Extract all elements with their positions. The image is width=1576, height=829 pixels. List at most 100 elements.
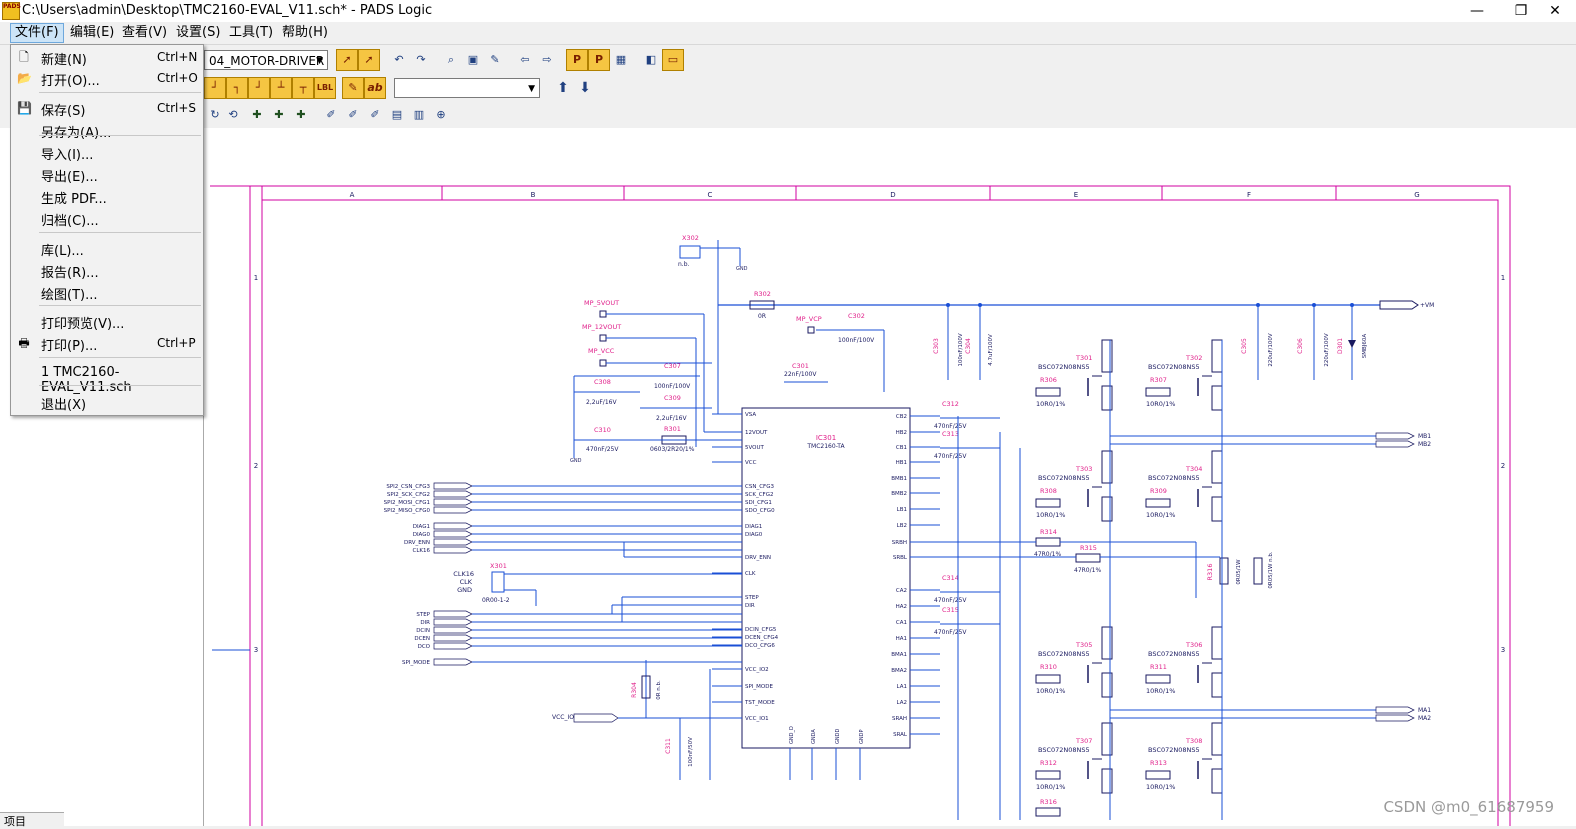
ref-label: R304 xyxy=(631,682,638,698)
mosfet-pins-bottom xyxy=(1101,672,1113,698)
ref-label: R310 xyxy=(1040,663,1057,671)
file-menu-item[interactable]: 另存为(A)... xyxy=(11,120,203,141)
file-menu-item[interactable]: 📂打开(O)...Ctrl+O xyxy=(11,68,203,89)
arrow-up-icon[interactable]: ⬆ xyxy=(557,80,569,96)
mosfet-pins-top xyxy=(1211,722,1223,756)
split-icon[interactable]: ✐ xyxy=(348,108,358,121)
gnd-label: GND xyxy=(570,458,582,464)
sheet-selector[interactable]: 04_MOTOR-DRIVER ▼ xyxy=(204,50,328,70)
add-bus-icon[interactable]: ┐ xyxy=(226,77,248,99)
file-menu-item[interactable]: 退出(X) xyxy=(11,392,203,413)
menu-view[interactable]: 查看(V) xyxy=(122,25,168,40)
value-label: 22nF/100V xyxy=(784,371,817,378)
port-label: DCO xyxy=(418,644,431,650)
add-ground-icon[interactable]: ┬ xyxy=(292,77,314,99)
add-text-icon[interactable]: ab xyxy=(364,77,386,99)
ic-pin-label: CB2 xyxy=(896,414,907,420)
connector-pin-label: CLK16 xyxy=(453,570,474,578)
menu-settings[interactable]: 设置(S) xyxy=(176,25,221,40)
pads-layout-icon[interactable]: P xyxy=(566,49,588,71)
resistor-gate xyxy=(1145,674,1171,684)
hierarchy-icon[interactable]: ▤ xyxy=(391,108,403,121)
ic-pin-label: SDO_CFG0 xyxy=(745,508,775,514)
file-menu-item[interactable]: 🗋新建(N)Ctrl+N xyxy=(11,47,203,68)
ic-pin-label: STEP xyxy=(745,595,759,601)
file-menu-item[interactable]: 导出(E)... xyxy=(11,164,203,185)
file-menu-item[interactable]: 归档(C)... xyxy=(11,208,203,229)
prev-sheet-icon[interactable]: ⇦ xyxy=(520,53,530,66)
resistor-gate xyxy=(1035,387,1061,397)
file-menu-item[interactable]: 绘图(T)... xyxy=(11,282,203,303)
file-menu-item-label: 打印(P)... xyxy=(41,339,98,354)
file-menu-item[interactable]: 库(L)... xyxy=(11,238,203,259)
file-menu-item[interactable]: 打印预览(V)... xyxy=(11,311,203,332)
add-pin-icon[interactable]: ✚ xyxy=(296,108,306,121)
add-wire-icon[interactable]: ┘ xyxy=(204,77,226,99)
view-icon[interactable]: ◧ xyxy=(645,53,657,66)
resistor-gate xyxy=(1035,498,1061,508)
frame-row-label: 2 xyxy=(1501,462,1505,470)
minimize-button[interactable]: — xyxy=(1470,3,1484,19)
properties-icon[interactable]: ▣ xyxy=(467,53,479,66)
close-button[interactable]: ✕ xyxy=(1549,3,1561,19)
file-menu-item-label: 另存为(A)... xyxy=(41,126,112,141)
search-combo[interactable]: ▼ xyxy=(394,78,540,98)
select-filter-icon[interactable]: ➚ xyxy=(358,49,380,71)
file-menu-item[interactable]: 💾保存(S)Ctrl+S xyxy=(11,98,203,119)
undo-icon[interactable]: ↶ xyxy=(394,53,404,66)
test-point xyxy=(599,310,607,318)
ic-pin-label: GNDP xyxy=(859,730,865,744)
toolbar-row-1: 04_MOTOR-DRIVER ▼ ➚ ➚ ↶ ↷ ⌕ ▣ ✎ ⇦ ⇨ P P … xyxy=(0,46,1576,74)
add-net-icon[interactable]: ┴ xyxy=(270,77,292,99)
eco-icon[interactable]: ▦ xyxy=(615,53,627,66)
next-sheet-icon[interactable]: ⇨ xyxy=(542,53,552,66)
menu-separator xyxy=(39,135,201,136)
ref-label: C307 xyxy=(664,362,681,370)
rotate-icon[interactable]: ↻ xyxy=(210,108,220,121)
add-connection-icon[interactable]: ✚ xyxy=(274,108,284,121)
draft-icon[interactable]: ✎ xyxy=(342,77,364,99)
ic-part: TMC2160-TA xyxy=(806,443,845,450)
value-label: 4.7uF/100V xyxy=(988,334,994,366)
add-label-icon[interactable]: LBL xyxy=(314,77,336,99)
file-menu-item[interactable]: 导入(I)... xyxy=(11,142,203,163)
sheet-border xyxy=(249,185,1511,826)
add-field-icon[interactable]: ⊕ xyxy=(436,108,446,121)
ref-label: R316 xyxy=(1206,564,1214,581)
menu-separator xyxy=(39,305,201,306)
redo-icon[interactable]: ↷ xyxy=(416,53,426,66)
select-mode-icon[interactable]: ➚ xyxy=(336,49,358,71)
add-bus-entry-icon[interactable]: ┘ xyxy=(248,77,270,99)
port-label: CLK16 xyxy=(412,548,430,554)
menu-edit[interactable]: 编辑(E) xyxy=(70,25,115,40)
edit-icon[interactable]: ✐ xyxy=(326,108,336,121)
ic-pin-label: BMB1 xyxy=(891,476,907,482)
menu-help[interactable]: 帮助(H) xyxy=(282,25,328,40)
value-label: 470nF/25V xyxy=(586,446,619,453)
add-part-icon[interactable]: ✚ xyxy=(252,108,262,121)
tab-project[interactable]: 项目 xyxy=(0,812,64,828)
zoom-icon[interactable]: ⌕ xyxy=(447,53,455,66)
arrow-down-icon[interactable]: ⬇ xyxy=(579,80,591,96)
menu-file[interactable]: 文件(F) xyxy=(10,23,64,43)
redraw-icon[interactable]: ✎ xyxy=(490,53,500,66)
file-menu-item[interactable]: 1 TMC2160-EVAL_V11.sch xyxy=(11,363,203,395)
window-icon[interactable]: ▭ xyxy=(662,49,684,71)
frame-row-label: 3 xyxy=(254,646,258,654)
report-icon[interactable]: ▥ xyxy=(413,108,425,121)
net-port xyxy=(433,530,473,538)
file-menu-shortcut: Ctrl+P xyxy=(157,336,196,350)
menu-tools[interactable]: 工具(T) xyxy=(229,25,274,40)
file-menu-item[interactable]: 生成 PDF... xyxy=(11,186,203,207)
ref-label: C308 xyxy=(594,378,611,386)
pads-router-icon[interactable]: P xyxy=(588,49,610,71)
restore-button[interactable]: ❐ xyxy=(1514,3,1528,19)
net-label: MB2 xyxy=(1418,441,1431,448)
file-menu-item[interactable]: 🖶打印(P)...Ctrl+P xyxy=(11,333,203,354)
file-menu-item[interactable]: 报告(R)... xyxy=(11,260,203,281)
port-label: DIR xyxy=(420,620,430,626)
merge-icon[interactable]: ✐ xyxy=(370,108,380,121)
value-label: 220uF/100V xyxy=(1268,333,1274,366)
mirror-icon[interactable]: ⟲ xyxy=(228,108,238,121)
